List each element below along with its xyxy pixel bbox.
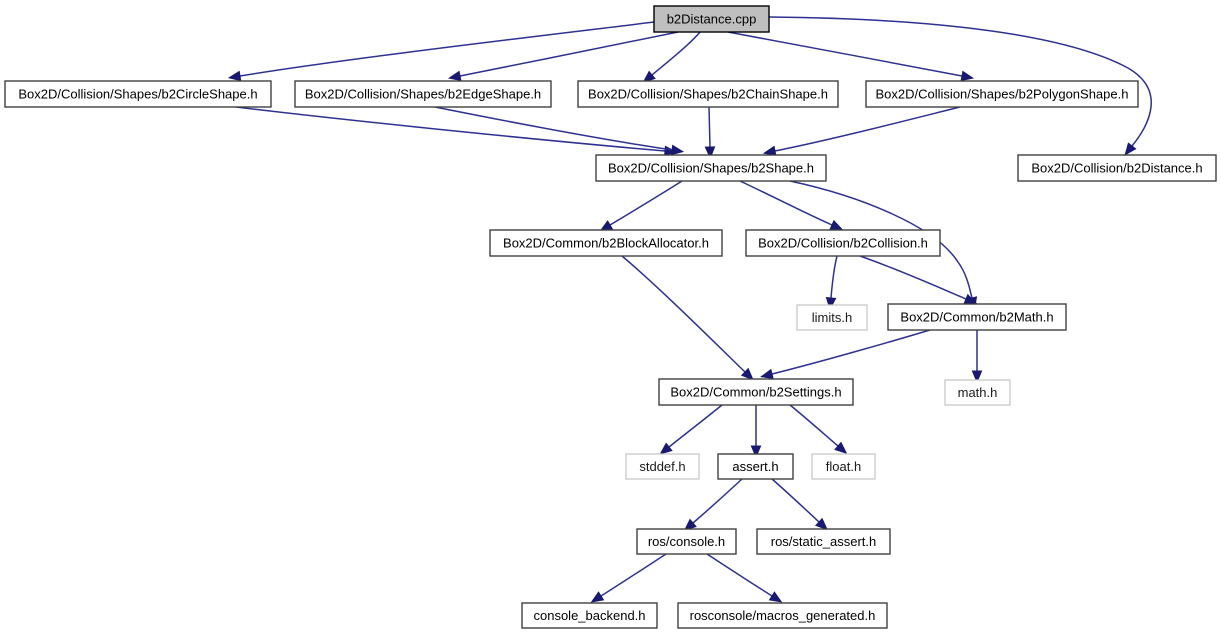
node-box[interactable] [4, 80, 272, 108]
arrowhead-icon [740, 367, 754, 381]
edge-n8-to-n9 [825, 255, 838, 311]
node-box[interactable] [489, 229, 723, 257]
node-box[interactable] [745, 229, 941, 257]
node-console_backend-h[interactable]: console_backend.h [521, 602, 658, 629]
node-box[interactable] [653, 5, 770, 33]
node-box[interactable] [865, 80, 1139, 108]
edge-n0-to-n3 [642, 31, 701, 83]
node-box2d-common-b2settings-h[interactable]: Box2D/Common/b2Settings.h [658, 378, 854, 406]
edge-n3-to-n5 [704, 106, 716, 160]
node-box2d-collision-shapes-b2edgeshape-h[interactable]: Box2D/Collision/Shapes/b2EdgeShape.h [294, 80, 552, 108]
edge-n11-to-n15 [789, 404, 848, 455]
nodes-layer: b2Distance.cppBox2D/Collision/Shapes/b2C… [4, 5, 1217, 629]
arrowhead-icon [447, 70, 462, 82]
node-box[interactable] [717, 453, 794, 480]
node-box2d-collision-shapes-b2polygonshape-h[interactable]: Box2D/Collision/Shapes/b2PolygonShape.h [865, 80, 1139, 108]
node-box[interactable] [811, 453, 876, 480]
arrowhead-icon [760, 368, 774, 380]
node-box[interactable] [636, 528, 737, 555]
arrowhead-icon [1124, 142, 1137, 156]
arrowhead-icon [670, 144, 685, 156]
edge-n16-to-n18 [590, 553, 667, 603]
edge-n1-to-n5 [235, 106, 678, 157]
edge-n14-to-n16 [683, 478, 743, 532]
node-box2d-collision-b2distance-h[interactable]: Box2D/Collision/b2Distance.h [1017, 154, 1217, 182]
arrowhead-icon [750, 445, 762, 459]
node-box[interactable] [944, 379, 1011, 406]
edge-n5-to-n7 [599, 180, 683, 232]
edge-n16-to-n19 [706, 553, 783, 603]
node-box[interactable] [677, 602, 888, 629]
node-ros-console-h[interactable]: ros/console.h [636, 528, 737, 555]
node-box2d-collision-b2collision-h[interactable]: Box2D/Collision/b2Collision.h [745, 229, 941, 257]
arrowhead-icon [960, 70, 975, 82]
node-box[interactable] [796, 304, 868, 331]
edge-n2-to-n5 [434, 106, 685, 156]
node-box2d-common-b2math-h[interactable]: Box2D/Common/b2Math.h [887, 303, 1067, 331]
node-box[interactable] [1017, 154, 1217, 182]
node-rosconsole-macros_generated-h[interactable]: rosconsole/macros_generated.h [677, 602, 888, 629]
node-box[interactable] [521, 602, 658, 629]
arrowhead-icon [971, 370, 983, 384]
node-box2d-collision-shapes-b2shape-h[interactable]: Box2D/Collision/Shapes/b2Shape.h [595, 154, 827, 182]
arrowhead-icon [829, 219, 844, 231]
node-assert-h[interactable]: assert.h [717, 453, 794, 480]
node-box[interactable] [595, 154, 827, 182]
edge-n0-to-n6 [768, 16, 1152, 156]
node-box[interactable] [625, 453, 700, 480]
edge-n7-to-n11 [621, 255, 754, 381]
node-float-h[interactable]: float.h [811, 453, 876, 480]
node-box[interactable] [294, 80, 552, 108]
edge-n10-to-n12 [971, 330, 983, 384]
arrowhead-icon [227, 70, 242, 82]
edge-n0-to-n1 [227, 21, 655, 82]
edge-n11-to-n13 [659, 404, 723, 455]
arrowhead-icon [762, 145, 777, 157]
node-box[interactable] [756, 528, 891, 555]
arrowhead-icon [963, 293, 978, 304]
node-stddef-h[interactable]: stddef.h [625, 453, 700, 480]
node-box2d-collision-shapes-b2chainshape-h[interactable]: Box2D/Collision/Shapes/b2ChainShape.h [577, 80, 839, 108]
node-b2distance-cpp[interactable]: b2Distance.cpp [653, 5, 770, 33]
edges-layer [227, 16, 1152, 603]
edge-n0-to-n2 [447, 31, 679, 82]
arrowhead-icon [834, 441, 848, 455]
node-box[interactable] [887, 303, 1067, 331]
arrowhead-icon [659, 442, 673, 455]
node-limits-h[interactable]: limits.h [796, 304, 868, 331]
node-ros-static_assert-h[interactable]: ros/static_assert.h [756, 528, 891, 555]
arrowhead-icon [704, 146, 716, 160]
node-box2d-common-b2blockallocator-h[interactable]: Box2D/Common/b2BlockAllocator.h [489, 229, 723, 257]
arrowhead-icon [814, 517, 829, 531]
arrowhead-icon [768, 591, 783, 603]
arrowhead-icon [590, 591, 605, 603]
arrowhead-icon [599, 220, 614, 232]
edge-n5-to-n8 [739, 180, 844, 231]
node-box[interactable] [577, 80, 839, 108]
edge-n0-to-n4 [727, 31, 975, 82]
edge-n4-to-n5 [762, 106, 961, 157]
node-box[interactable] [658, 378, 854, 406]
edge-n8-to-n10 [859, 255, 978, 304]
edge-n11-to-n14 [750, 405, 762, 459]
node-box2d-collision-shapes-b2circleshape-h[interactable]: Box2D/Collision/Shapes/b2CircleShape.h [4, 80, 272, 108]
arrowhead-icon [825, 297, 837, 311]
arrowhead-icon [642, 70, 656, 83]
node-math-h[interactable]: math.h [944, 379, 1011, 406]
edge-n10-to-n11 [760, 329, 931, 380]
edge-n14-to-n17 [771, 478, 829, 531]
